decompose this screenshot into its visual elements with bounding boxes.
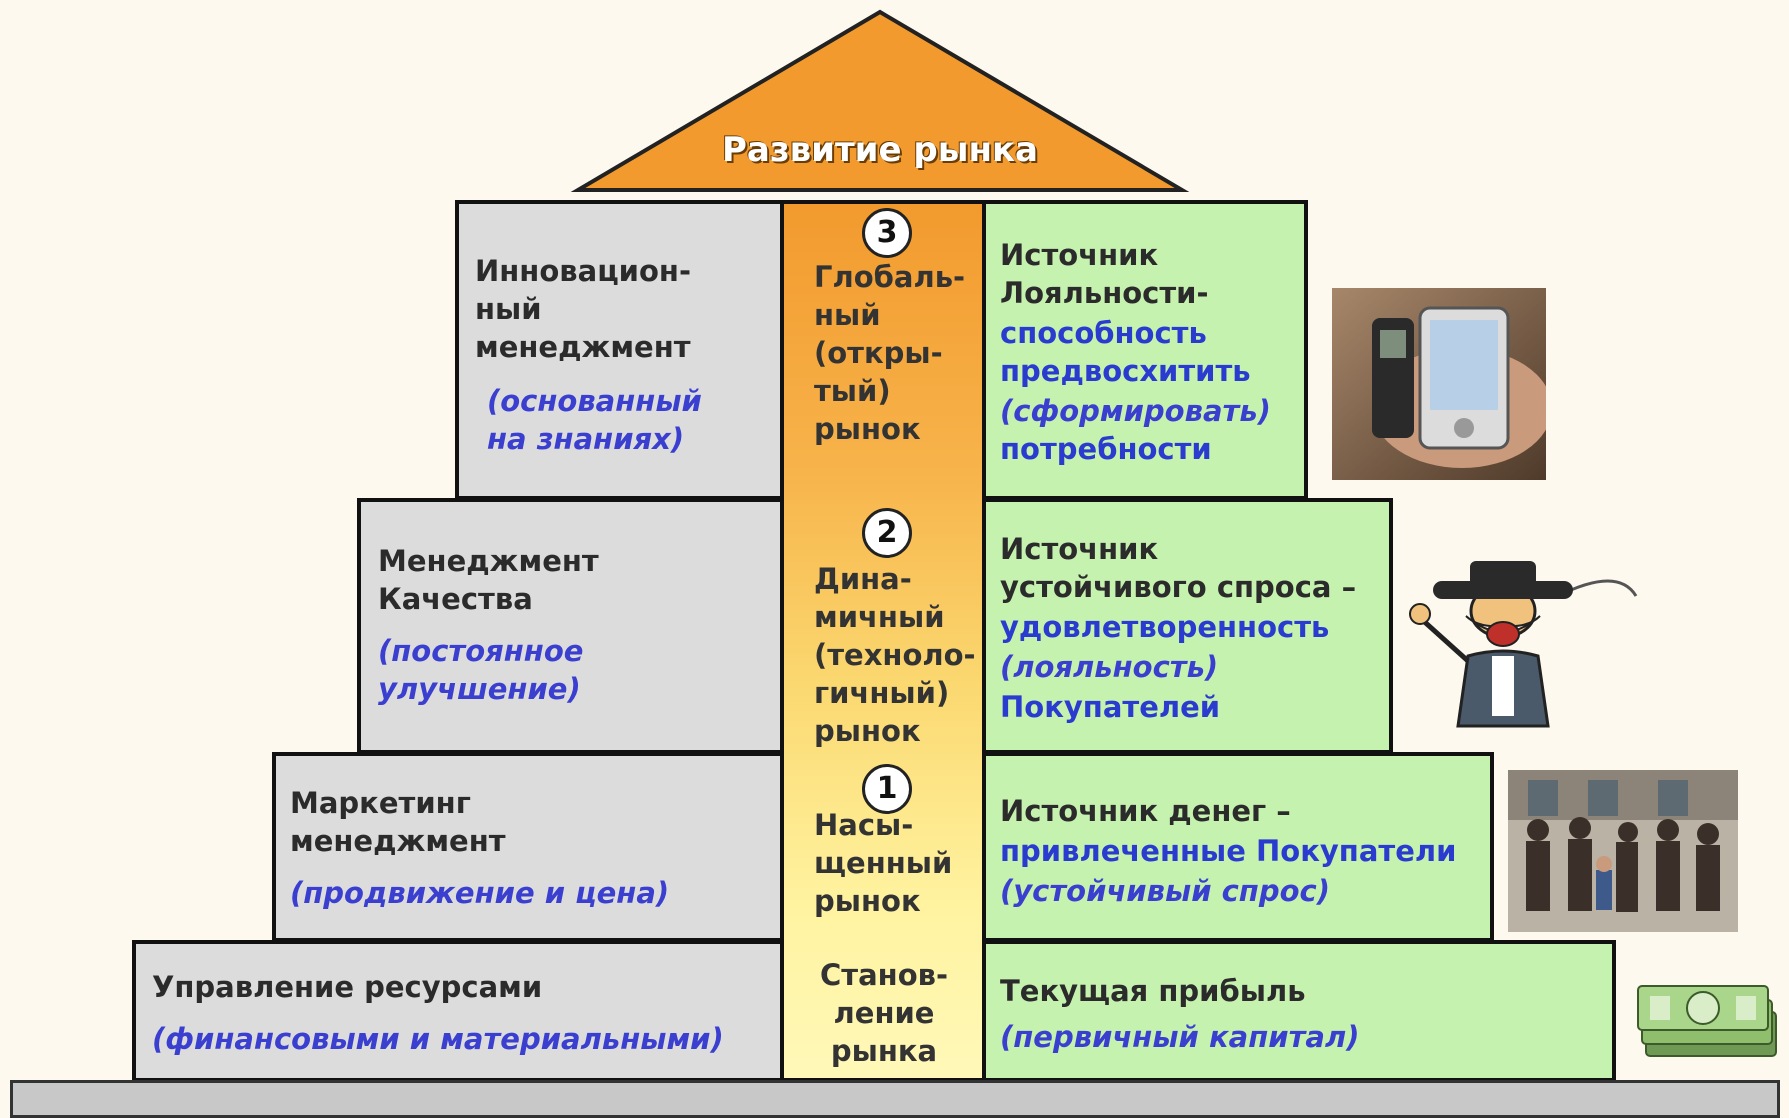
level3-right-end: потребности xyxy=(1000,432,1212,466)
level3-left-title: Инновацион- ный менеджмент xyxy=(475,254,691,364)
level1-market-label: Насы- щенный рынок xyxy=(814,808,953,918)
level2-left-title: Менеджмент Качества xyxy=(378,544,599,616)
level1-number-badge: 1 xyxy=(862,764,912,814)
level2-right-end: Покупателей xyxy=(1000,690,1221,724)
level1-left-subtitle: (продвижение и цена) xyxy=(290,876,670,910)
level2-market-label: Дина- мичный (техноло- гичный) рынок xyxy=(814,562,976,748)
level0-right-italic: (первичный капитал) xyxy=(1000,1020,1360,1054)
level3-number-badge: 3 xyxy=(862,208,912,258)
money-stack-picture xyxy=(1637,985,1777,1057)
level2-left-subtitle: (постоянное улучшение) xyxy=(378,634,584,706)
pyramid-base xyxy=(10,1080,1780,1118)
level1-right-block xyxy=(982,752,1494,942)
pda-phone-photo xyxy=(1332,288,1546,480)
level1-left-title: Маркетинг менеджмент xyxy=(290,786,506,858)
level3-right-blue: способность предвосхитить xyxy=(1000,316,1251,388)
level2-left-block xyxy=(357,498,784,754)
level0-left-title: Управление ресурсами xyxy=(152,970,543,1004)
level3-left-subtitle: (основанный на знаниях) xyxy=(487,384,702,456)
roof-triangle xyxy=(570,9,1190,192)
level2-number-badge: 2 xyxy=(862,508,912,558)
level3-right-heading: Источник Лояльности- xyxy=(1000,238,1209,310)
roof-label: Развитие рынка xyxy=(722,130,1038,170)
level2-right-italic: (лояльность) xyxy=(1000,650,1219,684)
level3-market-label: Глобаль- ный (откры- тый) рынок xyxy=(814,260,966,446)
level0-left-subtitle: (финансовыми и материальными) xyxy=(152,1022,724,1056)
cartoon-businessman xyxy=(1409,561,1638,728)
level0-right-block xyxy=(982,940,1616,1082)
level0-left-block xyxy=(132,940,784,1082)
level2-right-block xyxy=(982,498,1393,754)
level0-right-heading: Текущая прибыль xyxy=(1000,974,1306,1008)
level3-right-block xyxy=(982,200,1308,500)
queue-of-people-photo xyxy=(1508,770,1738,932)
level1-right-italic: (устойчивый спрос) xyxy=(1000,874,1330,908)
level1-right-blue: привлеченные Покупатели xyxy=(1000,834,1457,868)
level0-market-label: Станов- ление рынка xyxy=(820,958,949,1068)
level2-right-blue: удовлетворенность xyxy=(1000,610,1330,644)
level2-right-heading: Источник устойчивого спроса – xyxy=(1000,532,1357,604)
level3-right-italic: (сформировать) xyxy=(1000,394,1271,428)
level1-right-heading: Источник денег – xyxy=(1000,794,1291,828)
